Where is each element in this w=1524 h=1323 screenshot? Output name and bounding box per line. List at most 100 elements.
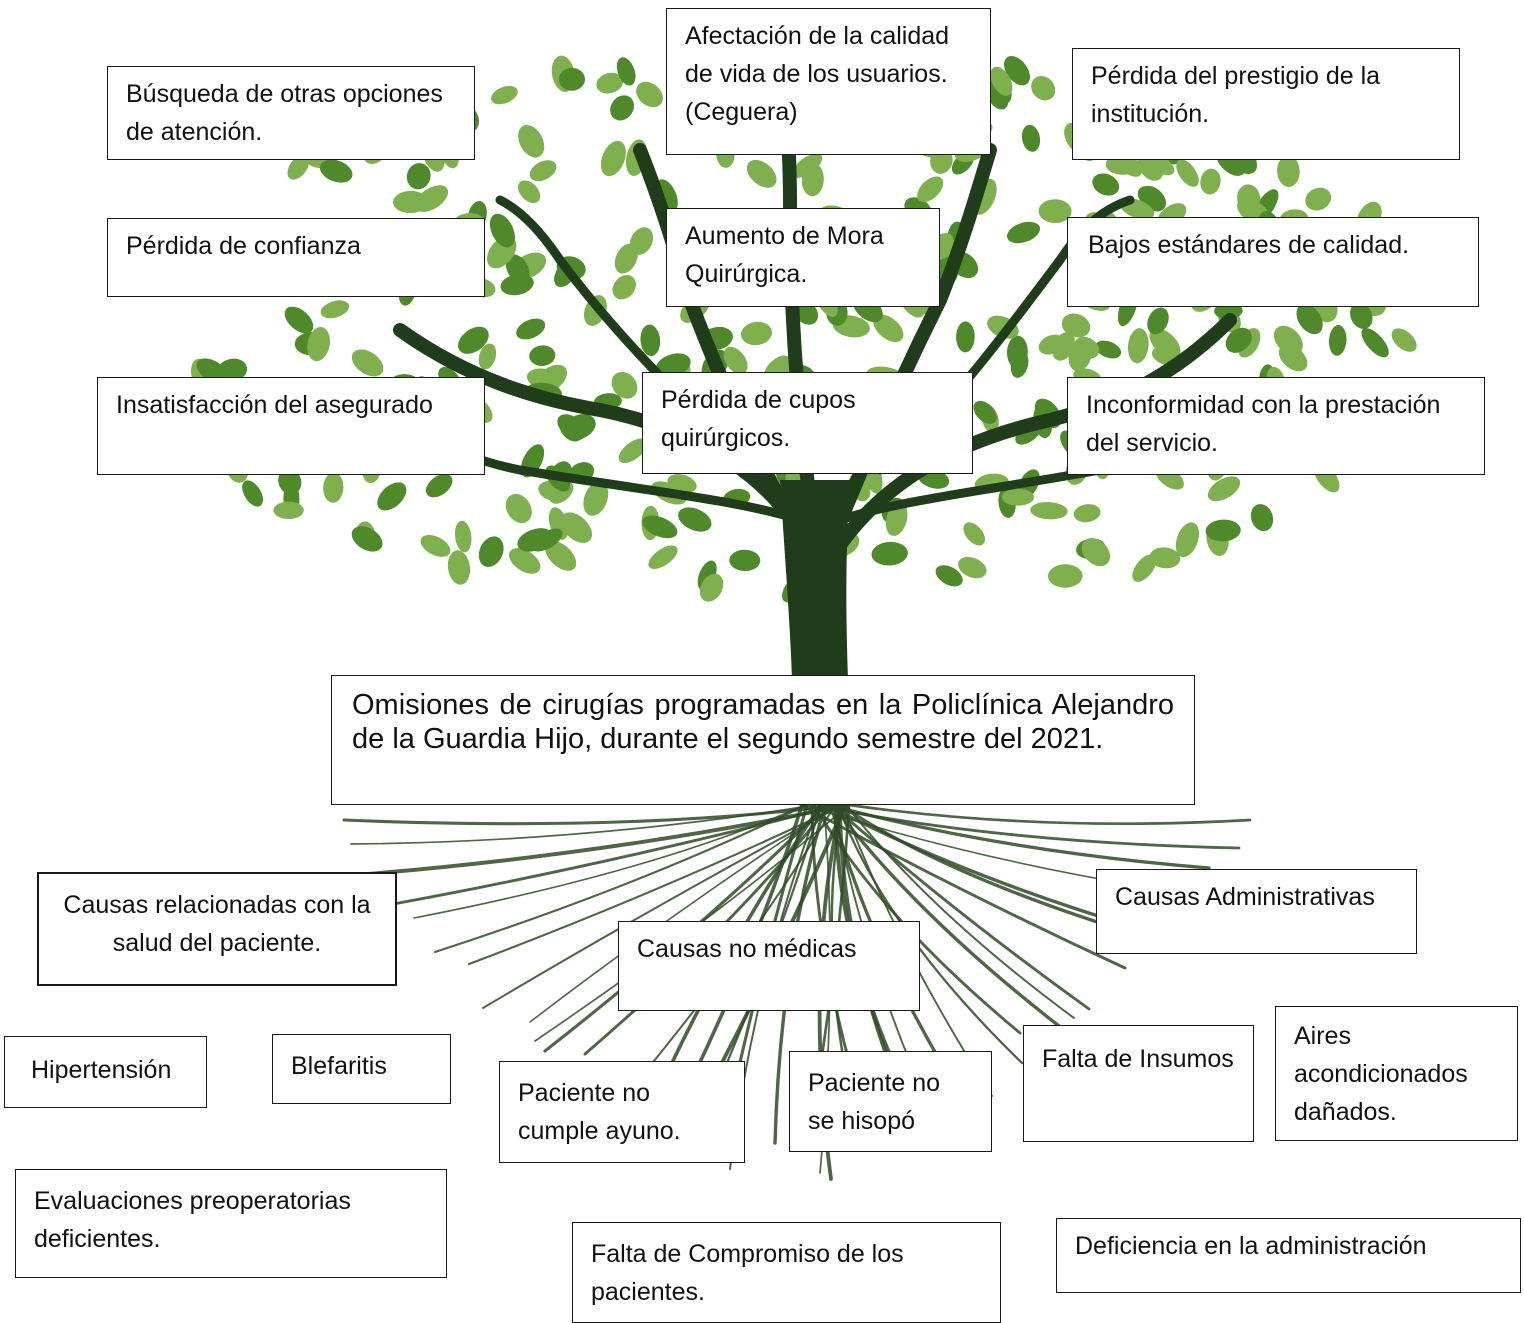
cause-category-text: Causas Administrativas	[1115, 883, 1375, 911]
leaf	[648, 545, 678, 569]
effect-text: Pérdida del prestigio de la institución.	[1091, 62, 1381, 128]
leaf	[990, 66, 1013, 96]
leaf	[1277, 155, 1300, 187]
leaf	[1361, 328, 1389, 358]
leaf	[351, 349, 384, 377]
leaf	[273, 501, 304, 519]
leaf	[1095, 340, 1122, 359]
effect-box: Pérdida de confianza	[107, 218, 485, 297]
cause-category-text: Causas relacionadas con la salud del pac…	[63, 891, 371, 957]
leaf	[529, 345, 556, 367]
leaf	[1176, 159, 1199, 187]
leaf	[1081, 538, 1111, 567]
effect-text: Insatisfacción del asegurado	[116, 391, 433, 419]
leaf	[505, 493, 532, 524]
leaf	[320, 300, 350, 319]
cause-box: Paciente no cumple ayuno.	[499, 1061, 745, 1163]
leaf	[217, 358, 248, 383]
leaf	[406, 163, 431, 190]
leaf	[1038, 199, 1072, 224]
leaf	[1328, 325, 1347, 356]
leaf	[1021, 124, 1041, 152]
leaf	[377, 482, 407, 511]
cause-text: Deficiencia en la administración	[1075, 1232, 1427, 1260]
leaf	[517, 180, 541, 203]
leaf	[1048, 564, 1083, 588]
leaf	[636, 81, 663, 108]
tree-root	[845, 804, 1075, 1019]
cause-text: Blefaritis	[291, 1052, 387, 1080]
leaf	[518, 125, 545, 158]
leaf	[545, 540, 577, 571]
effect-box: Pérdida de cupos quirúrgicos.	[642, 372, 973, 474]
tree-root	[830, 803, 1091, 1011]
effect-box: Aumento de Mora Quirúrgica.	[666, 208, 940, 307]
cause-category-box: Causas no médicas	[618, 921, 920, 1011]
leaf	[973, 400, 997, 424]
tree-root	[433, 803, 808, 954]
cause-box: Falta de Compromiso de los pacientes.	[572, 1222, 1001, 1323]
leaf	[729, 549, 761, 572]
leaf	[458, 326, 489, 354]
leaf	[1296, 304, 1323, 335]
leaf	[678, 507, 712, 532]
leaf	[1207, 476, 1241, 502]
cause-text: Hipertensión	[31, 1056, 172, 1084]
leaf	[1278, 344, 1308, 372]
leaf	[509, 548, 541, 574]
leaf	[629, 227, 654, 255]
leaf	[1092, 173, 1120, 196]
effect-text: Búsqueda de otras opciones de atención.	[126, 80, 443, 146]
leaf	[516, 318, 546, 340]
leaf	[1391, 328, 1417, 352]
leaf	[287, 154, 310, 180]
leaf	[454, 520, 472, 553]
leaf	[740, 321, 773, 346]
effect-text: Afectación de la calidad de vida de los …	[685, 22, 950, 126]
leaf	[723, 346, 748, 375]
effect-text: Bajos estándares de calidad.	[1088, 231, 1410, 259]
leaf	[1061, 313, 1091, 338]
leaf	[478, 343, 497, 370]
leaf	[505, 254, 530, 284]
leaf	[1073, 504, 1101, 523]
cause-box: Deficiencia en la administración	[1056, 1218, 1521, 1293]
leaf	[600, 140, 626, 177]
leaf	[529, 160, 557, 182]
tree-root	[812, 803, 1241, 850]
leaf	[307, 326, 330, 362]
tree-root	[799, 803, 1127, 970]
cause-category-box: Causas relacionadas con la salud del pac…	[37, 872, 397, 986]
leaf	[583, 481, 609, 516]
leaf	[1127, 328, 1149, 364]
leaf	[489, 213, 515, 248]
leaf	[284, 306, 314, 334]
leaf	[242, 480, 264, 507]
leaf	[558, 67, 585, 91]
cause-text: Falta de Compromiso de los pacientes.	[591, 1240, 904, 1306]
leaf	[958, 556, 987, 579]
cause-category-box: Causas Administrativas	[1096, 869, 1417, 954]
leaf	[1225, 327, 1252, 353]
leaf	[1052, 332, 1075, 361]
leaf	[801, 162, 824, 197]
effect-text: Pérdida de confianza	[126, 232, 361, 260]
leaf	[562, 414, 596, 440]
tree-branch	[633, 143, 822, 567]
leaf	[478, 536, 504, 567]
effect-box: Inconformidad con la prestación del serv…	[1067, 377, 1485, 475]
leaf	[596, 72, 624, 94]
central-problem-box: Omisiones de cirugías programadas en la …	[331, 675, 1195, 805]
leaf	[1305, 187, 1332, 211]
cause-box: Paciente no se hisopó	[789, 1051, 992, 1152]
leaf	[1004, 56, 1030, 86]
effect-box: Afectación de la calidad de vida de los …	[666, 8, 991, 155]
leaf	[611, 371, 638, 399]
tree-branch	[823, 313, 1237, 567]
leaf	[447, 550, 471, 585]
tree-branch	[818, 143, 997, 567]
leaf	[640, 324, 661, 357]
leaf	[420, 534, 451, 557]
leaf	[699, 573, 724, 602]
